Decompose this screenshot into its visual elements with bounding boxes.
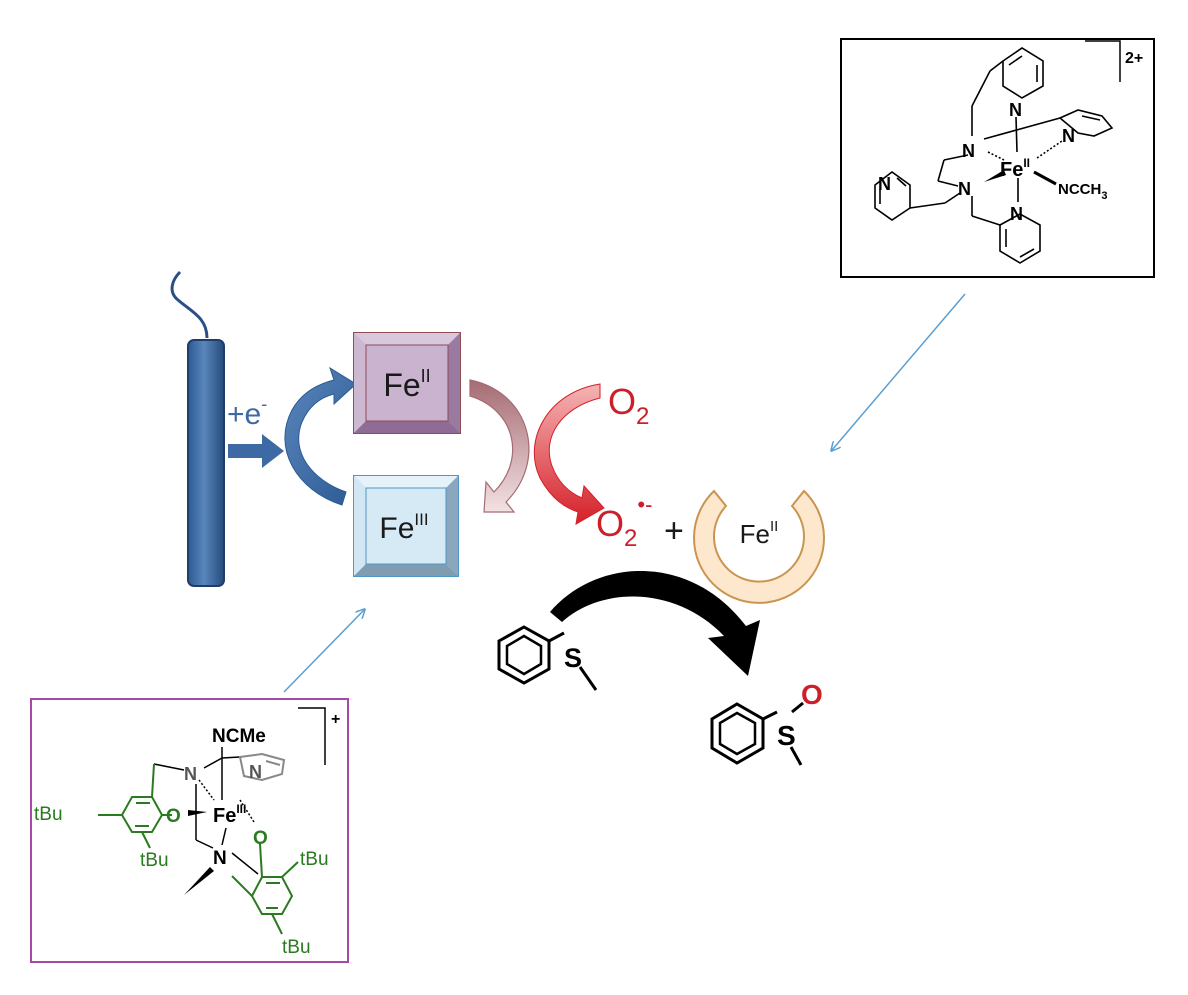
fe2-box: FeII bbox=[353, 332, 461, 434]
oxidation-reaction-arrow bbox=[550, 570, 760, 676]
bottom-tbu-1: tBu bbox=[34, 804, 63, 825]
bottom-complex: + NCMe bbox=[30, 698, 349, 963]
top-complex-charge: 2+ bbox=[1125, 50, 1143, 67]
bottom-tbu-2: tBu bbox=[140, 850, 169, 871]
bottom-tbu-4: tBu bbox=[282, 937, 311, 958]
bottom-tbu-3: tBu bbox=[300, 849, 329, 870]
bottom-complex-frame bbox=[30, 698, 349, 963]
bottom-ligand: NCMe bbox=[212, 726, 266, 747]
top-complex-bracket bbox=[1085, 40, 1121, 82]
methyl-phenyl-sulfoxide bbox=[710, 701, 804, 766]
top-n4: N bbox=[878, 174, 891, 194]
bottom-complex-bracket bbox=[298, 707, 326, 765]
electron-transfer: +e- bbox=[227, 394, 284, 468]
oxidation-arrow bbox=[469, 379, 530, 513]
fe3-box-ox: III bbox=[414, 510, 428, 529]
sulfide-s: S bbox=[564, 643, 582, 673]
bottom-metal: FeIII bbox=[213, 802, 246, 827]
thioanisole bbox=[497, 625, 598, 691]
bottom-complex-charge: + bbox=[331, 711, 340, 728]
bottom-n-amine-top: N bbox=[184, 764, 197, 784]
top-complex: 2+ bbox=[840, 38, 1155, 278]
bottom-o-left: O bbox=[166, 806, 181, 827]
electrode bbox=[170, 270, 225, 587]
electrode-bar bbox=[187, 339, 225, 587]
svg-text:FeIII: FeIII bbox=[379, 510, 428, 545]
sulfoxide-s: S bbox=[777, 720, 796, 751]
top-complex-frame bbox=[840, 38, 1155, 278]
fe3-box: FeIII bbox=[353, 475, 459, 577]
top-n1: N bbox=[1009, 100, 1022, 120]
top-metal: FeII bbox=[1000, 156, 1030, 181]
bottom-complex-pointer bbox=[283, 610, 364, 693]
top-n6: N bbox=[1010, 204, 1023, 224]
plus-sign: + bbox=[664, 512, 684, 550]
top-n5: N bbox=[958, 179, 971, 199]
oxygen-reduction-arrow bbox=[533, 383, 605, 525]
top-n3: N bbox=[962, 141, 975, 161]
superoxide-label: O2•- bbox=[596, 492, 652, 552]
oxygen-label: O2 bbox=[608, 381, 649, 430]
svg-text:FeII: FeII bbox=[740, 518, 779, 549]
electron-label: +e- bbox=[227, 394, 267, 431]
iron-trap: FeII bbox=[693, 489, 825, 604]
top-n2: N bbox=[1062, 126, 1075, 146]
svg-text:N: N bbox=[1009, 100, 1022, 120]
electrode-wire bbox=[170, 270, 209, 339]
electron-arrow bbox=[228, 434, 284, 468]
bottom-n-amine-bottom: N bbox=[213, 848, 227, 869]
bottom-n-pyridine: N bbox=[249, 762, 262, 782]
svg-text:FeII: FeII bbox=[383, 366, 430, 403]
reduction-arrow bbox=[284, 366, 357, 506]
fe3-box-element: Fe bbox=[379, 512, 414, 545]
sulfoxide-o: O bbox=[801, 679, 823, 710]
top-ligand: NCCH3 bbox=[1058, 181, 1107, 202]
fe2-box-ox: II bbox=[421, 366, 431, 386]
top-complex-pointer bbox=[832, 293, 966, 450]
fe2-box-element: Fe bbox=[383, 367, 420, 403]
bottom-o-right: O bbox=[253, 828, 268, 849]
